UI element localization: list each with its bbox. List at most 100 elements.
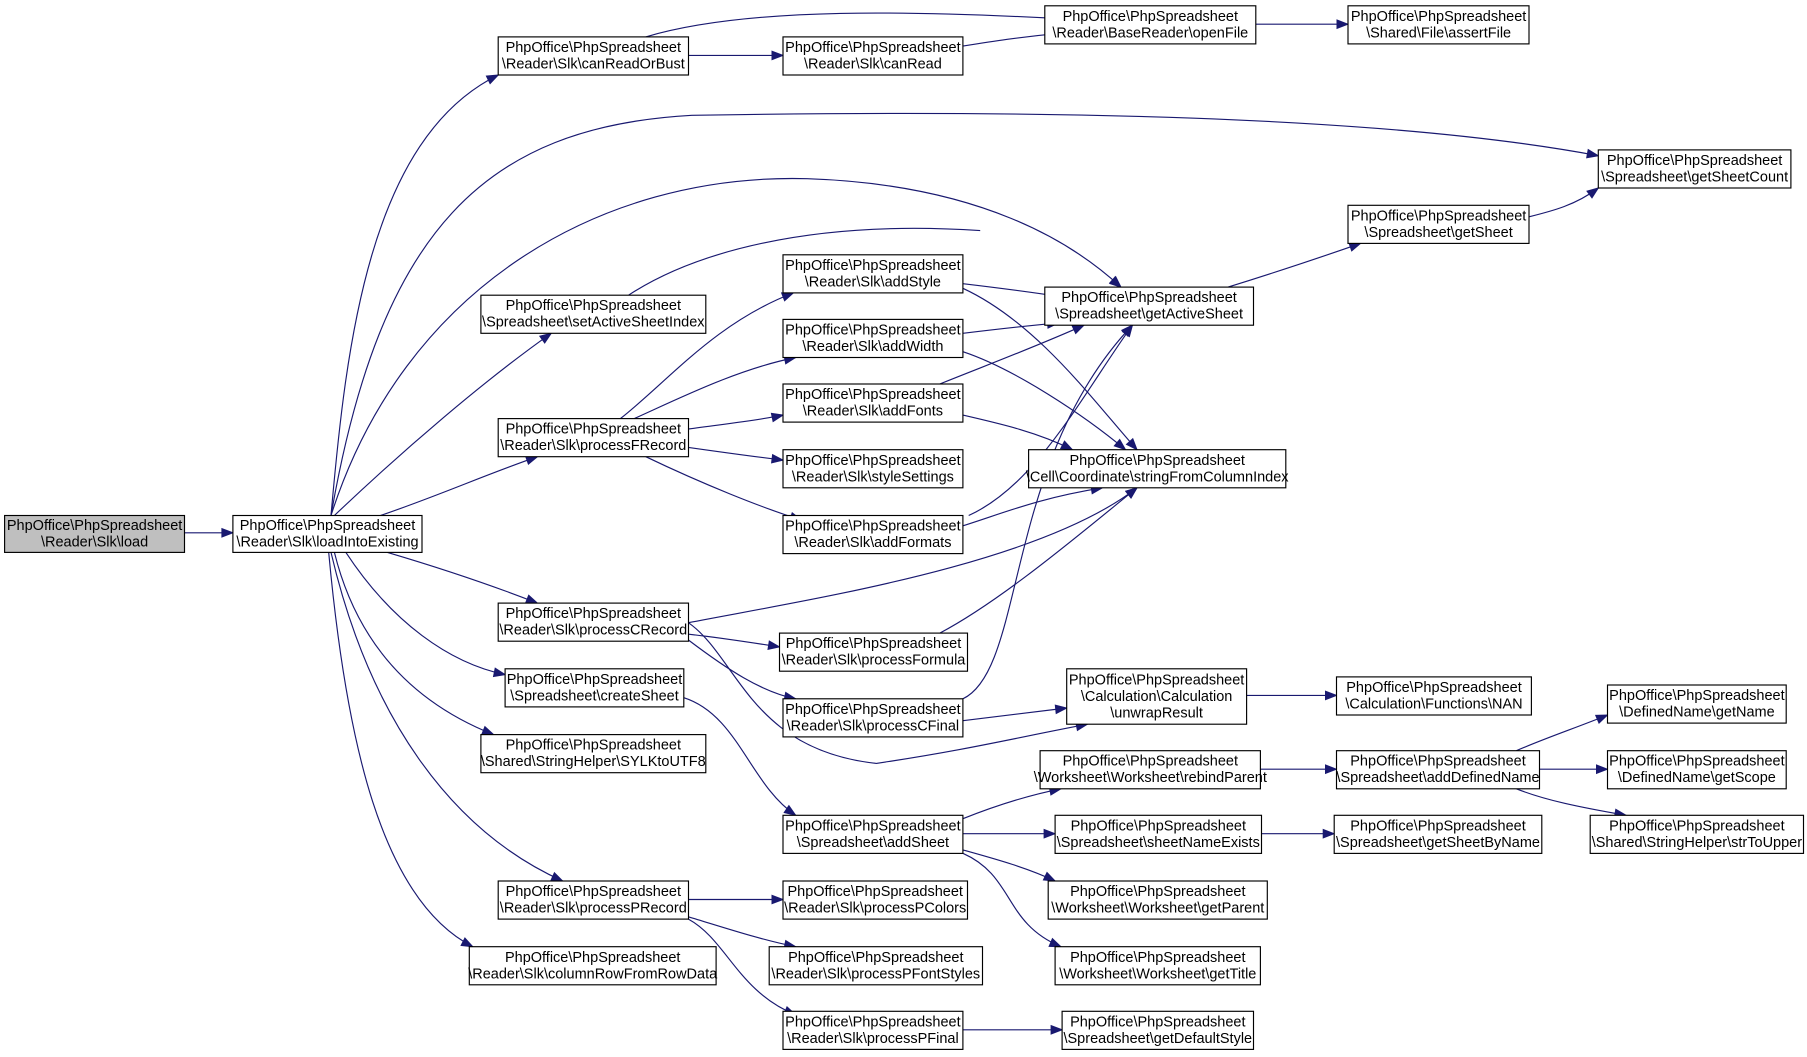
node-label-line: \Spreadsheet\sheetNameExists <box>1057 835 1260 851</box>
edge-line <box>330 112 1599 516</box>
edge-arrowhead <box>1048 937 1063 948</box>
edge-processCFinal-to-unwrapResult <box>962 704 1069 722</box>
edge-processFRecord-to-addFormats <box>645 456 803 522</box>
edge-line <box>645 12 1059 38</box>
edge-arrowhead <box>485 74 500 85</box>
node-box <box>1044 286 1255 326</box>
node-getParent[interactable]: PhpOffice\PhpSpreadsheet\Worksheet\Works… <box>1047 880 1268 920</box>
edge-addDefinedName-to-strToUpper <box>1516 788 1628 819</box>
node-label-line: \Reader\Slk\addStyle <box>805 274 941 290</box>
node-box <box>480 734 707 774</box>
edge-loadIntoExisting-to-setActiveSheetIndex <box>334 332 553 516</box>
node-label-line: PhpOffice\PhpSpreadsheet <box>1351 9 1526 25</box>
node-box <box>497 418 690 458</box>
node-getSheetByName[interactable]: PhpOffice\PhpSpreadsheet\Spreadsheet\get… <box>1333 814 1543 854</box>
node-label-line: PhpOffice\PhpSpreadsheet <box>1350 754 1525 770</box>
node-addFormats[interactable]: PhpOffice\PhpSpreadsheet\Reader\Slk\addF… <box>782 514 964 555</box>
node-stringFromColumnIndex[interactable]: PhpOffice\PhpSpreadsheet\Cell\Coordinate… <box>1026 449 1289 489</box>
edge-line <box>387 551 538 604</box>
node-assertFile[interactable]: PhpOffice\PhpSpreadsheet\Shared\File\ass… <box>1347 5 1530 45</box>
edge-arrowhead <box>1113 438 1127 451</box>
node-box <box>1044 5 1257 45</box>
node-getName[interactable]: PhpOffice\PhpSpreadsheet\DefinedName\get… <box>1606 684 1787 724</box>
node-label-line: PhpOffice\PhpSpreadsheet <box>1346 680 1521 696</box>
edge-line <box>328 552 474 948</box>
edge-arrowhead <box>1125 437 1138 451</box>
node-addSheet[interactable]: PhpOffice\PhpSpreadsheet\Spreadsheet\add… <box>782 814 964 854</box>
node-NAN[interactable]: PhpOffice\PhpSpreadsheet\Calculation\Fun… <box>1335 676 1532 716</box>
node-canRead[interactable]: PhpOffice\PhpSpreadsheet\Reader\Slk\canR… <box>782 36 964 76</box>
node-canReadOrBust[interactable]: PhpOffice\PhpSpreadsheet\Reader\Slk\canR… <box>497 36 690 76</box>
edge-line <box>962 487 1103 527</box>
node-box <box>1054 946 1261 986</box>
node-processPRecord[interactable]: PhpOffice\PhpSpreadsheet\Reader\Slk\proc… <box>497 880 690 920</box>
node-label-line: PhpOffice\PhpSpreadsheet <box>1350 818 1525 834</box>
node-processCRecord[interactable]: PhpOffice\PhpSpreadsheet\Reader\Slk\proc… <box>497 602 690 642</box>
edge-arrowhead <box>481 725 495 736</box>
node-box <box>1066 668 1248 725</box>
node-box <box>782 318 964 359</box>
node-getSheetCount[interactable]: PhpOffice\PhpSpreadsheet\Spreadsheet\get… <box>1597 149 1792 189</box>
node-strToUpper[interactable]: PhpOffice\PhpSpreadsheet\Shared\StringHe… <box>1589 814 1805 854</box>
node-loadIntoExisting[interactable]: PhpOffice\PhpSpreadsheet\Reader\Slk\load… <box>232 514 423 553</box>
node-addWidth[interactable]: PhpOffice\PhpSpreadsheet\Reader\Slk\addW… <box>782 318 964 359</box>
node-processFRecord[interactable]: PhpOffice\PhpSpreadsheet\Reader\Slk\proc… <box>497 418 690 458</box>
edge-createSheet-to-addSheet <box>683 697 797 817</box>
edge-addSheet-to-getTitle <box>962 852 1063 948</box>
node-styleSettings[interactable]: PhpOffice\PhpSpreadsheet\Reader\Slk\styl… <box>782 449 964 489</box>
node-getScope[interactable]: PhpOffice\PhpSpreadsheet\DefinedName\get… <box>1606 750 1787 790</box>
node-box <box>1347 5 1530 45</box>
node-box <box>497 602 690 642</box>
node-setActiveSheetIndex[interactable]: PhpOffice\PhpSpreadsheet\Spreadsheet\set… <box>480 294 707 334</box>
node-columnRowFromRowData[interactable]: PhpOffice\PhpSpreadsheet\Reader\Slk\colu… <box>468 946 718 986</box>
node-label-line: PhpOffice\PhpSpreadsheet <box>1061 290 1236 306</box>
node-processPFinal[interactable]: PhpOffice\PhpSpreadsheet\Reader\Slk\proc… <box>782 1010 964 1050</box>
node-label-line: PhpOffice\PhpSpreadsheet <box>1063 9 1238 25</box>
node-box <box>1589 814 1805 854</box>
edge-arrowhead <box>1120 324 1134 337</box>
node-box <box>782 1010 964 1050</box>
node-addDefinedName[interactable]: PhpOffice\PhpSpreadsheet\Spreadsheet\add… <box>1335 750 1541 790</box>
node-label-line: \Reader\Slk\canRead <box>804 56 942 72</box>
edge-sheetNameExists-to-getSheetByName <box>1261 828 1336 839</box>
node-label-line: \Reader\Slk\addWidth <box>802 339 943 355</box>
node-getActiveSheet[interactable]: PhpOffice\PhpSpreadsheet\Spreadsheet\get… <box>1044 286 1255 326</box>
node-box <box>497 36 690 76</box>
node-getSheet[interactable]: PhpOffice\PhpSpreadsheet\Spreadsheet\get… <box>1347 204 1530 244</box>
node-processPFontStyles[interactable]: PhpOffice\PhpSpreadsheet\Reader\Slk\proc… <box>768 946 984 986</box>
node-label-line: \Spreadsheet\getActiveSheet <box>1055 307 1243 323</box>
node-openFile[interactable]: PhpOffice\PhpSpreadsheet\Reader\BaseRead… <box>1044 5 1257 45</box>
edge-line <box>633 356 796 420</box>
node-sheetNameExists[interactable]: PhpOffice\PhpSpreadsheet\Spreadsheet\she… <box>1054 814 1263 854</box>
node-addFonts[interactable]: PhpOffice\PhpSpreadsheet\Reader\Slk\addF… <box>782 383 964 423</box>
node-rebindParent[interactable]: PhpOffice\PhpSpreadsheet\Worksheet\Works… <box>1034 750 1267 790</box>
node-label-line: \Reader\Slk\addFonts <box>803 404 943 420</box>
node-SYLKtoUTF8[interactable]: PhpOffice\PhpSpreadsheet\Shared\StringHe… <box>480 734 707 774</box>
node-processPColors[interactable]: PhpOffice\PhpSpreadsheet\Reader\Slk\proc… <box>782 880 969 920</box>
node-box <box>1335 676 1532 716</box>
node-addStyle[interactable]: PhpOffice\PhpSpreadsheet\Reader\Slk\addS… <box>782 254 964 294</box>
edge-line <box>330 178 1122 516</box>
node-createSheet[interactable]: PhpOffice\PhpSpreadsheet\Spreadsheet\cre… <box>504 668 685 708</box>
edge-line <box>688 414 784 430</box>
edge-line <box>968 324 1133 517</box>
node-label-line: \Reader\Slk\styleSettings <box>792 469 954 485</box>
node-processCFinal[interactable]: PhpOffice\PhpSpreadsheet\Reader\Slk\proc… <box>782 698 964 738</box>
edge-line <box>345 552 506 676</box>
node-load[interactable]: PhpOffice\PhpSpreadsheet\Reader\Slk\load <box>4 514 186 553</box>
edge-line <box>1516 714 1608 752</box>
edge-processFRecord-to-addFonts <box>688 412 785 430</box>
node-unwrapResult[interactable]: PhpOffice\PhpSpreadsheet\Calculation\Cal… <box>1066 668 1248 725</box>
edge-processFormula-to-stringFromColumnIndex <box>939 486 1139 634</box>
edge-rebindParent-to-addDefinedName <box>1260 764 1338 775</box>
edge-processCRecord-to-stringFromColumnIndex <box>688 486 1139 624</box>
node-label-line: \Worksheet\Worksheet\getTitle <box>1059 966 1256 982</box>
node-getDefaultStyle[interactable]: PhpOffice\PhpSpreadsheet\Spreadsheet\get… <box>1061 1010 1255 1050</box>
edge-line <box>688 622 1088 764</box>
node-getTitle[interactable]: PhpOffice\PhpSpreadsheet\Worksheet\Works… <box>1054 946 1261 986</box>
edge-loadIntoExisting-to-SYLKtoUTF8 <box>333 552 495 736</box>
node-label-line: PhpOffice\PhpSpreadsheet <box>785 818 960 834</box>
node-processFormula[interactable]: PhpOffice\PhpSpreadsheet\Reader\Slk\proc… <box>778 632 969 672</box>
edge-line <box>688 918 796 1016</box>
edge-line <box>962 287 1138 451</box>
